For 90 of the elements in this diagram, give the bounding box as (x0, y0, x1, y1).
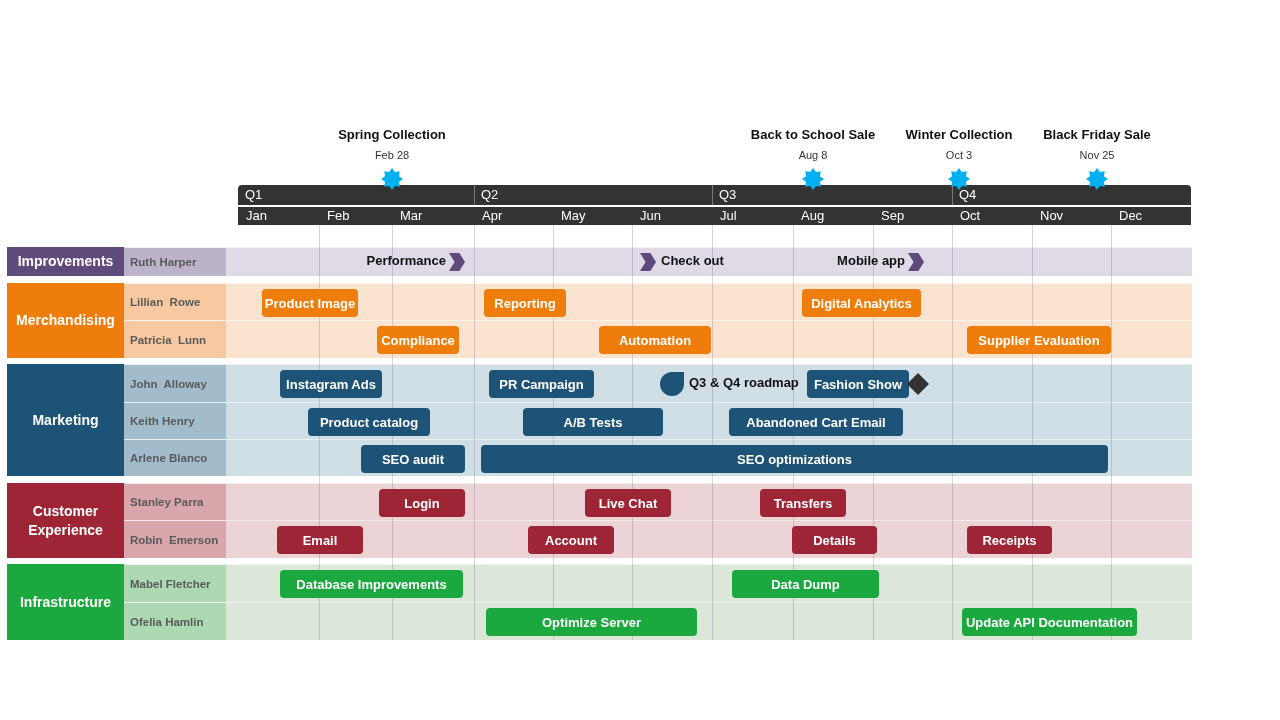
month-label: Jun (640, 207, 661, 225)
task-bar: Automation (599, 326, 711, 354)
month-label: Aug (801, 207, 825, 225)
swimlane-row (124, 320, 1192, 358)
task-bar: Supplier Evaluation (967, 326, 1111, 354)
task-bar: Details (792, 526, 877, 554)
task-bar: Fashion Show (807, 370, 909, 398)
swimlane-band (7, 564, 1192, 640)
swimlane-band (7, 483, 1192, 558)
task-bar: Update API Documentation (962, 608, 1137, 636)
assignee-label: Patricia Lunn (124, 321, 226, 358)
month-label: Mar (400, 207, 423, 225)
swimlane-row (124, 564, 1192, 602)
swimlane-band (7, 283, 1192, 358)
assignee-label: Robin Emerson (124, 521, 226, 558)
quarter-label: Q2 (481, 186, 499, 204)
milestone-title: Winter Collection (905, 126, 1013, 144)
milestone-marker (660, 372, 684, 396)
swimlane-row (124, 439, 1192, 476)
swimlane-row (124, 483, 1192, 520)
task-bar: Live Chat (585, 489, 671, 517)
task-bar: Transfers (760, 489, 846, 517)
task-bar: Account (528, 526, 614, 554)
quarter-label: Q4 (959, 186, 977, 204)
swimlane-row (124, 520, 1192, 558)
lane-title: Merchandising (7, 283, 124, 358)
assignee-label: Stanley Parra (124, 484, 226, 520)
month-label: Feb (327, 207, 350, 225)
milestone-star (802, 168, 824, 190)
milestone-title: Spring Collection (338, 126, 446, 144)
milestone-star (948, 168, 970, 190)
assignee-label: Keith Henry (124, 403, 226, 439)
swimlane-band (7, 364, 1192, 476)
chevron-marker (640, 253, 656, 271)
milestone-date: Oct 3 (945, 148, 973, 163)
task-bar: Login (379, 489, 465, 517)
task-bar: SEO optimizations (481, 445, 1108, 473)
milestone-label: Check out (661, 252, 724, 270)
task-bar: Receipts (967, 526, 1052, 554)
task-bar: Data Dump (732, 570, 879, 598)
quarter-label: Q1 (245, 186, 263, 204)
chevron-marker (908, 253, 924, 271)
lane-title: Marketing (7, 364, 124, 476)
milestone-label: Performance (366, 252, 446, 270)
assignee-label: Ruth Harper (124, 248, 226, 276)
swimlane-row (124, 402, 1192, 439)
swimlane-row (124, 364, 1192, 402)
lane-title: Customer Experience (7, 483, 124, 558)
milestone-label: Q3 & Q4 roadmap (689, 374, 799, 392)
task-bar: Digital Analytics (802, 289, 921, 317)
month-label: Jul (720, 207, 737, 225)
month-label: May (561, 207, 586, 225)
task-bar: Email (277, 526, 363, 554)
milestone-title: Back to School Sale (750, 126, 876, 144)
swimlane-row (124, 283, 1192, 320)
task-bar: Abandoned Cart Email (729, 408, 903, 436)
swimlane-row (124, 602, 1192, 640)
assignee-label: John Alloway (124, 365, 226, 402)
month-label: Nov (1040, 207, 1064, 225)
milestone-diamond (907, 373, 929, 395)
assignee-label: Ofelia Hamlin (124, 603, 226, 640)
month-label: Apr (482, 207, 503, 225)
month-label: Sep (881, 207, 905, 225)
task-bar: A/B Tests (523, 408, 663, 436)
milestone-date: Aug 8 (798, 148, 828, 163)
task-bar: SEO audit (361, 445, 465, 473)
assignee-label: Arlene Blanco (124, 440, 226, 476)
assignee-label: Lillian Rowe (124, 284, 226, 320)
assignee-label: Mabel Fletcher (124, 565, 226, 602)
task-bar: Instagram Ads (280, 370, 382, 398)
milestone-title: Black Friday Sale (1043, 126, 1151, 144)
milestone-label: Mobile app (837, 252, 905, 270)
month-label: Oct (960, 207, 981, 225)
task-bar: Product Image (262, 289, 358, 317)
month-label: Dec (1119, 207, 1143, 225)
task-bar: PR Campaign (489, 370, 594, 398)
task-bar: Optimize Server (486, 608, 697, 636)
task-bar: Database Improvements (280, 570, 463, 598)
quarter-label: Q3 (719, 186, 737, 204)
milestone-star (381, 168, 403, 190)
lane-title: Infrastructure (7, 564, 124, 640)
chevron-marker (449, 253, 465, 271)
lane-title: Improvements (7, 247, 124, 276)
milestone-date: Feb 28 (374, 148, 410, 163)
milestone-date: Nov 25 (1079, 148, 1115, 163)
task-bar: Product catalog (308, 408, 430, 436)
milestone-star (1086, 168, 1108, 190)
task-bar: Compliance (377, 326, 459, 354)
task-bar: Reporting (484, 289, 566, 317)
month-label: Jan (246, 207, 267, 225)
